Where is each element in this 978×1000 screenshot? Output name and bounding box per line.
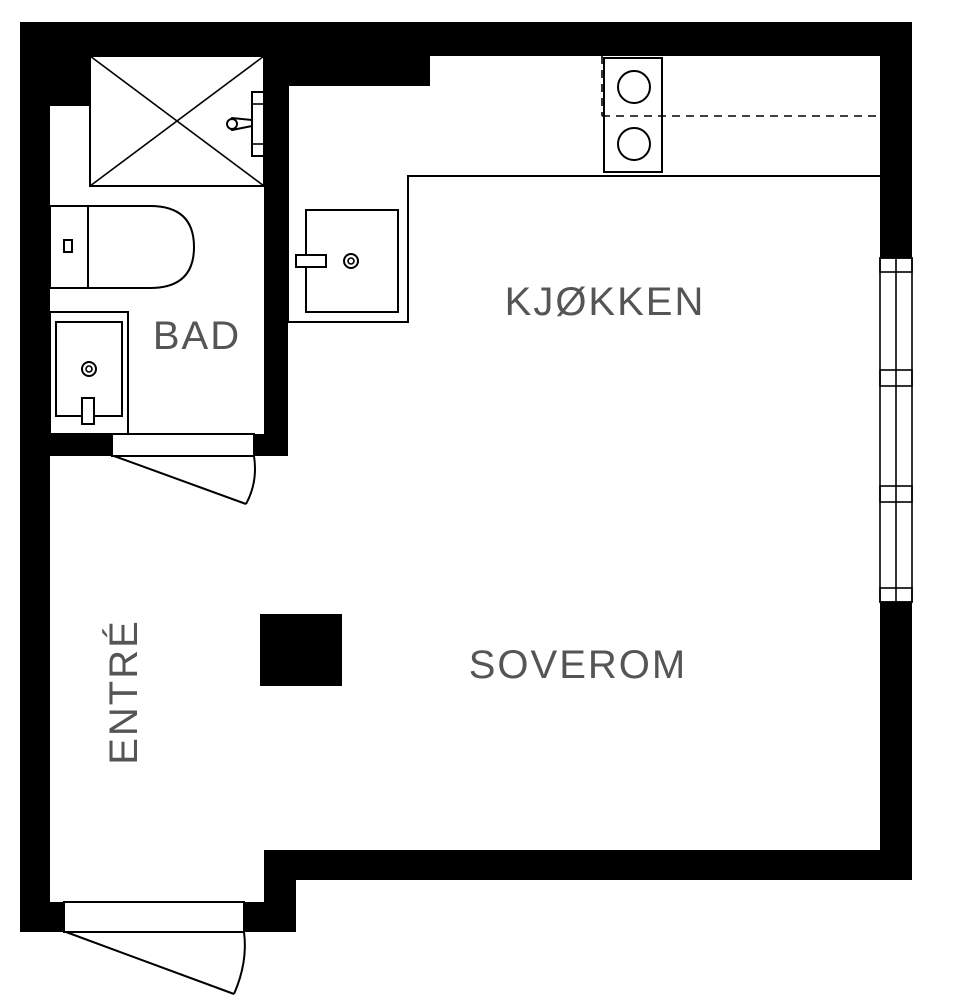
wall-bump — [286, 56, 430, 86]
toilet-icon — [49, 205, 196, 289]
room-label-bathroom: BAD — [153, 314, 241, 358]
room-label-kitchen: KJØKKEN — [505, 280, 706, 324]
room-label-bedroom: SOVEROM — [469, 643, 687, 687]
wall-bottom-left — [20, 902, 64, 932]
bathroom-sink-icon — [49, 311, 129, 435]
wall-right-upper — [880, 22, 912, 258]
wall-bathroom-bottom-left — [20, 434, 112, 456]
wall-bottom-left-2 — [244, 902, 296, 932]
wall-left — [20, 22, 50, 932]
wall-top — [20, 22, 912, 56]
bathroom-door-frame — [111, 433, 255, 457]
column-icon — [260, 614, 342, 686]
entrance-door — [63, 901, 246, 995]
window-icon — [879, 257, 913, 603]
shower-icon — [89, 55, 265, 187]
wall-right-lower — [880, 602, 912, 880]
wall-bathroom-right — [264, 56, 288, 456]
room-label-entrance: ENTRÉ — [101, 619, 146, 765]
kitchen-counter — [287, 86, 880, 323]
stove-icon — [603, 57, 663, 173]
kitchen-sink-icon — [295, 209, 399, 313]
door-icon — [113, 455, 256, 505]
walls — [20, 22, 912, 932]
wall-bathroom-bottom-right — [254, 434, 288, 456]
wall-bathroom-corner — [50, 56, 90, 106]
wall-bottom — [264, 850, 912, 880]
